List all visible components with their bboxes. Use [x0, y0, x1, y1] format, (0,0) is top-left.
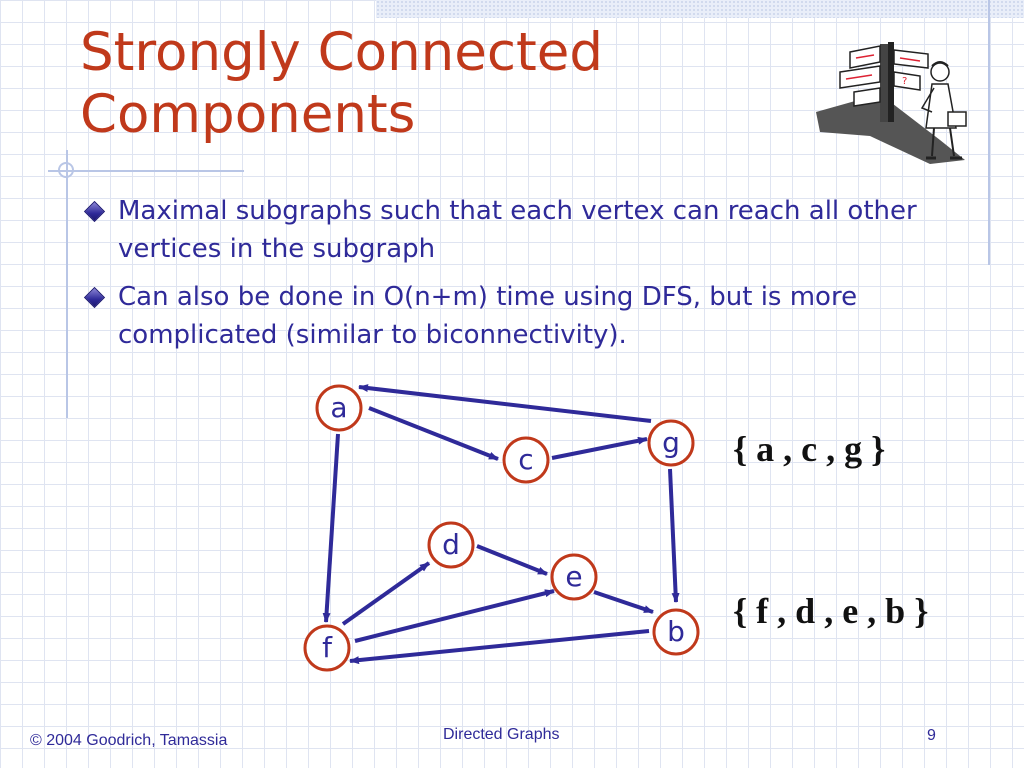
vertex-label-e: e	[565, 560, 582, 593]
slide-title: Strongly Connected Components	[80, 22, 604, 145]
edge-d-e	[476, 544, 548, 576]
vertex-a: a	[315, 384, 363, 432]
bullet-item: Can also be done in O(n+m) time using DF…	[83, 278, 924, 354]
vertex-e: e	[550, 553, 598, 601]
footer-copyright: © 2004 Goodrich, Tamassia	[30, 732, 228, 749]
signpost-person-icon: ?	[816, 42, 967, 164]
vertex-label-c: c	[518, 443, 533, 476]
page-number: 9	[927, 727, 936, 744]
footer-title: Directed Graphs	[443, 726, 560, 743]
edge-e-b	[593, 590, 654, 614]
vertex-g: g	[647, 419, 695, 467]
top-decoration-band	[376, 0, 1024, 18]
edge-f-d	[341, 561, 431, 626]
vertex-label-d: d	[442, 528, 460, 561]
edge-a-f	[322, 433, 340, 623]
svg-text:?: ?	[902, 76, 907, 87]
bullet-text: Can also be done in O(n+m) time using DF…	[118, 282, 858, 350]
edge-a-c	[368, 406, 499, 461]
graph-edges	[322, 384, 680, 665]
bullet-list: Maximal subgraphs such that each vertex …	[83, 192, 924, 364]
edge-b-f	[349, 629, 650, 665]
vertex-label-f: f	[322, 631, 333, 664]
vertex-label-g: g	[662, 426, 680, 459]
edge-g-b	[668, 468, 680, 603]
right-accent-line	[988, 0, 990, 265]
edge-g-a	[358, 384, 652, 423]
graph-vertices: a c g d e f b	[303, 384, 700, 672]
title-underline	[48, 170, 244, 172]
edge-f-e	[354, 589, 555, 643]
vertex-b: b	[652, 608, 700, 656]
vertex-f: f	[303, 624, 351, 672]
vertex-c: c	[502, 436, 550, 484]
vertex-label-b: b	[667, 615, 685, 648]
edge-c-g	[551, 436, 648, 460]
vertex-d: d	[427, 521, 475, 569]
component-set-fdeb: { f , d , e , b }	[733, 591, 929, 631]
vertex-label-a: a	[330, 391, 347, 424]
left-accent-line	[66, 150, 68, 418]
accent-circle	[58, 162, 74, 178]
bullet-item: Maximal subgraphs such that each vertex …	[83, 192, 924, 268]
component-set-acg: { a , c , g }	[733, 429, 886, 469]
bullet-text: Maximal subgraphs such that each vertex …	[118, 196, 917, 264]
